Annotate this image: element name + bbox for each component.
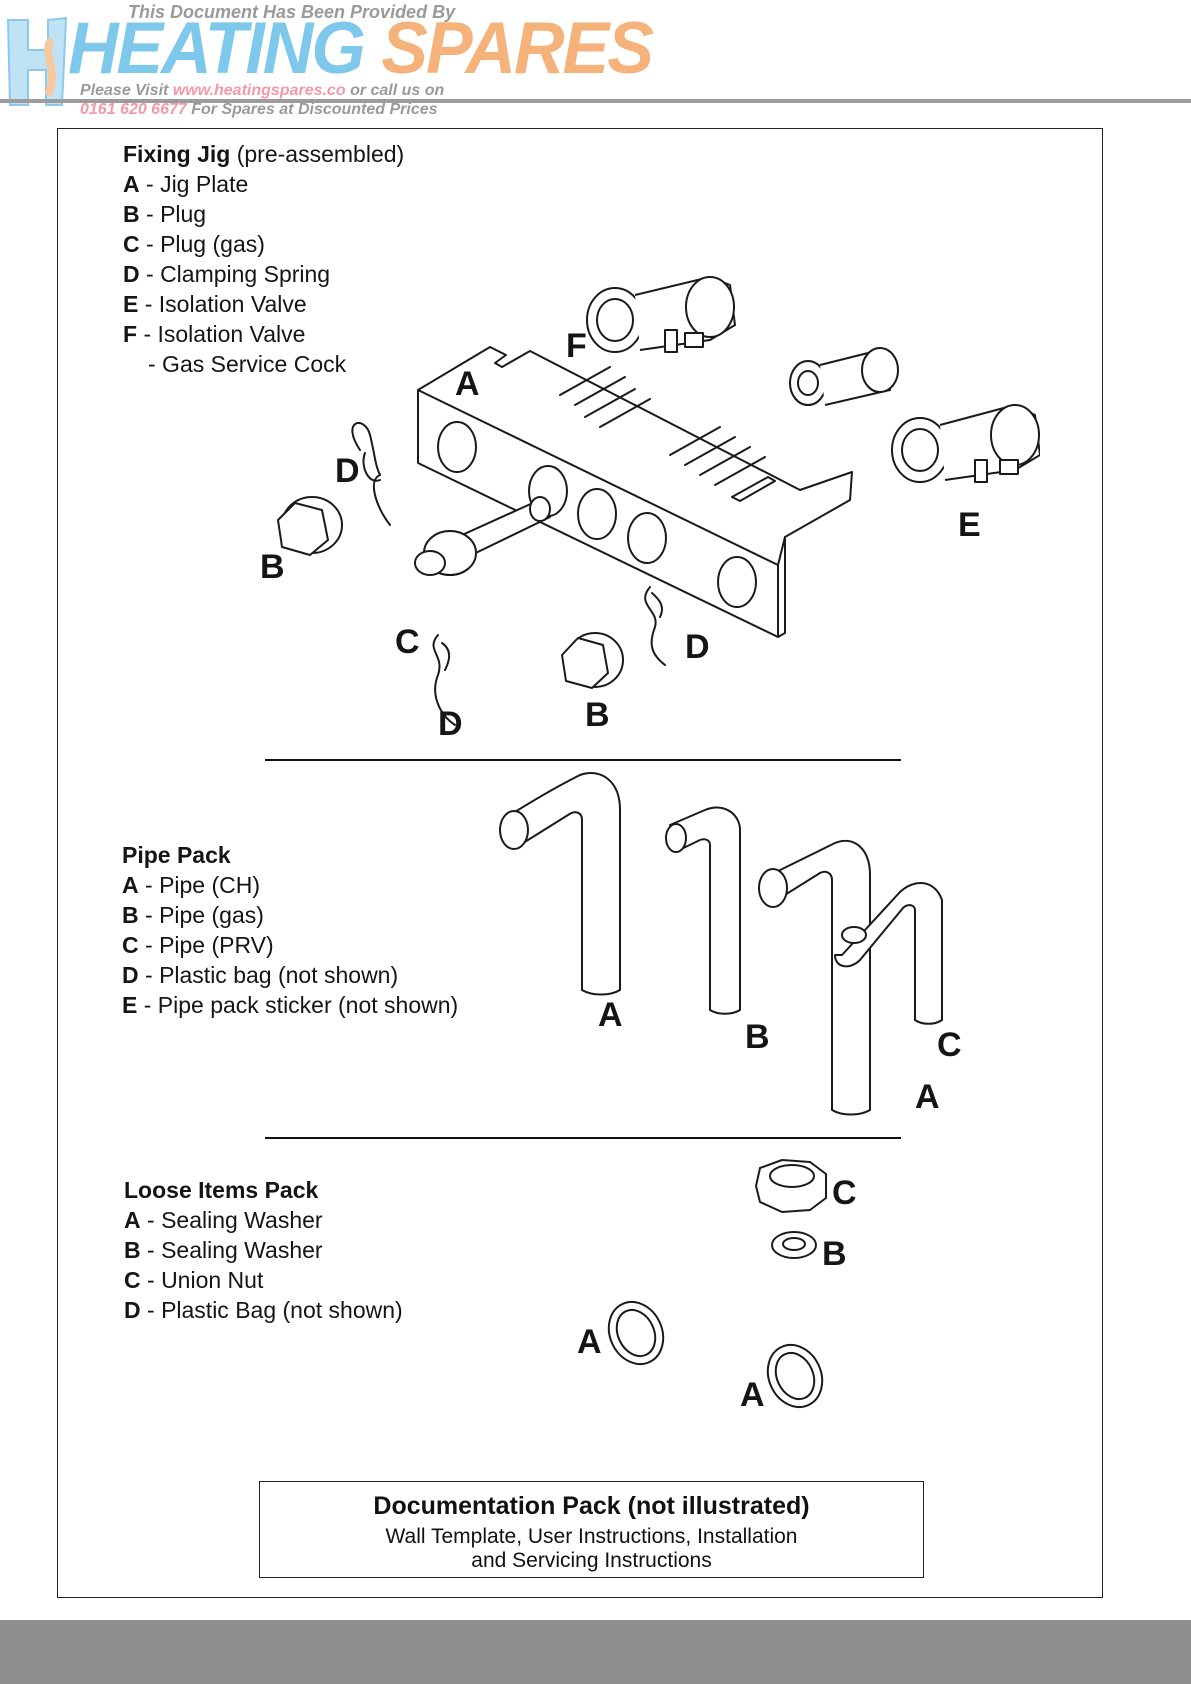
callout-loose-b: B [822, 1235, 847, 1273]
pipe-a-ch-drawing [499, 772, 621, 996]
callout-jig-c: C [395, 623, 420, 661]
watermark-call-text: or call us on [350, 82, 445, 99]
fixing-jig-heading: Fixing Jig (pre-assembled) [123, 139, 404, 169]
list-item: C - Pipe (PRV) [122, 932, 274, 958]
callout-jig-d3: D [438, 705, 463, 743]
loose-items-illustration [607, 1159, 827, 1409]
documentation-heading: Documentation Pack (not illustrated) [373, 1492, 810, 1520]
list-item: C - Union Nut [124, 1267, 264, 1293]
isolation-valve-e-drawing [891, 404, 1040, 483]
callout-loose-a1: A [577, 1323, 602, 1361]
plug-b-lower-drawing [561, 632, 624, 689]
fixing-jig-list: Fixing Jig (pre-assembled) A - Jig Plate… [123, 139, 404, 379]
watermark-brand-heating: HEATING [68, 7, 366, 89]
watermark-top-line: This Document Has Been Provided By [128, 2, 456, 22]
callout-loose-a2: A [740, 1376, 765, 1414]
pipe-pack-illustration [499, 772, 943, 1116]
pipe-a-second-drawing [758, 839, 871, 1116]
fixing-jig-title: Fixing Jig [123, 141, 231, 167]
isolation-valve-f-drawing [586, 276, 736, 353]
watermark-visit-text: Please Visit [80, 82, 169, 99]
union-nut-drawing [755, 1159, 827, 1213]
callout-jig-f: F [566, 327, 587, 365]
documentation-line-2: and Servicing Instructions [471, 1549, 712, 1572]
pipe-b-gas-drawing [665, 806, 741, 1015]
watermark-url-link[interactable]: www.heatingspares.co [172, 82, 346, 99]
callout-jig-b2: B [585, 696, 610, 734]
list-item: B - Pipe (gas) [122, 902, 264, 928]
jig-plate-drawing [417, 346, 853, 638]
plug-c-drawing [414, 496, 551, 576]
watermark-line-1: Please Visit www.heatingspares.co or cal… [80, 82, 444, 100]
watermark-spares-text: For Spares at Discounted Prices [191, 101, 438, 118]
list-item: - Gas Service Cock [148, 351, 347, 377]
watermark-line-2: 0161 620 6677 For Spares at Discounted P… [80, 101, 438, 119]
list-item: D - Plastic bag (not shown) [122, 962, 399, 988]
sealing-washer-a1-drawing [607, 1300, 665, 1366]
documentation-pack-box: Documentation Pack (not illustrated) Wal… [259, 1481, 924, 1578]
section-divider-1 [265, 759, 901, 761]
fixing-jig-illustration [277, 276, 1040, 726]
callout-jig-e: E [958, 506, 981, 544]
clamping-spring-1 [351, 422, 391, 526]
pipe-pack-title: Pipe Pack [122, 842, 231, 868]
list-item: A - Pipe (CH) [122, 872, 261, 898]
callout-jig-b1: B [260, 548, 285, 586]
watermark-rule [0, 99, 1191, 103]
clamping-spring-3 [432, 634, 456, 726]
callout-jig-d2: D [685, 628, 710, 666]
list-item: A - Sealing Washer [124, 1207, 323, 1233]
sealing-washer-a2-drawing [766, 1343, 824, 1409]
loose-items-list: Loose Items Pack A - Sealing Washer B - … [124, 1175, 403, 1325]
watermark-brand: HEATING SPARES [68, 6, 654, 90]
pipe-pack-list: Pipe Pack A - Pipe (CH) B - Pipe (gas) C… [122, 840, 458, 1020]
loose-items-title: Loose Items Pack [124, 1177, 319, 1203]
watermark-phone: 0161 620 6677 [80, 101, 187, 118]
sealing-washer-b-drawing [771, 1231, 817, 1259]
page-footer-bar [0, 1620, 1191, 1684]
clamping-spring-2 [644, 586, 666, 666]
fixing-jig-title-suffix: (pre-assembled) [236, 141, 405, 167]
list-item: D - Clamping Spring [123, 261, 331, 287]
documentation-line-1: Wall Template, User Instructions, Instal… [385, 1525, 798, 1548]
list-item: B - Sealing Washer [124, 1237, 323, 1263]
watermark-header: This Document Has Been Provided By HEATI… [0, 0, 1191, 120]
plug-b-left-drawing [277, 496, 343, 556]
callout-pipe-c: C [937, 1026, 962, 1064]
hs-logo-icon [6, 16, 68, 106]
list-item: C - Plug (gas) [123, 231, 265, 257]
watermark-brand-spares: SPARES [381, 7, 654, 89]
callout-loose-c: C [832, 1174, 857, 1212]
callout-pipe-a2: A [915, 1078, 940, 1116]
list-item: E - Isolation Valve [123, 291, 307, 317]
list-item: E - Pipe pack sticker (not shown) [122, 992, 459, 1018]
list-item: F - Isolation Valve [123, 321, 306, 347]
list-item: A - Jig Plate [123, 171, 249, 197]
callout-jig-a: A [455, 365, 480, 403]
pipe-c-prv-drawing [834, 882, 943, 1025]
list-item: B - Plug [123, 201, 207, 227]
union-fitting-drawing [789, 347, 899, 406]
content-frame [57, 128, 1103, 1598]
callout-jig-d1: D [335, 452, 360, 490]
section-divider-2 [265, 1137, 901, 1139]
callout-pipe-a1: A [598, 996, 623, 1034]
callout-pipe-b: B [745, 1018, 770, 1056]
list-item: D - Plastic Bag (not shown) [124, 1297, 403, 1323]
